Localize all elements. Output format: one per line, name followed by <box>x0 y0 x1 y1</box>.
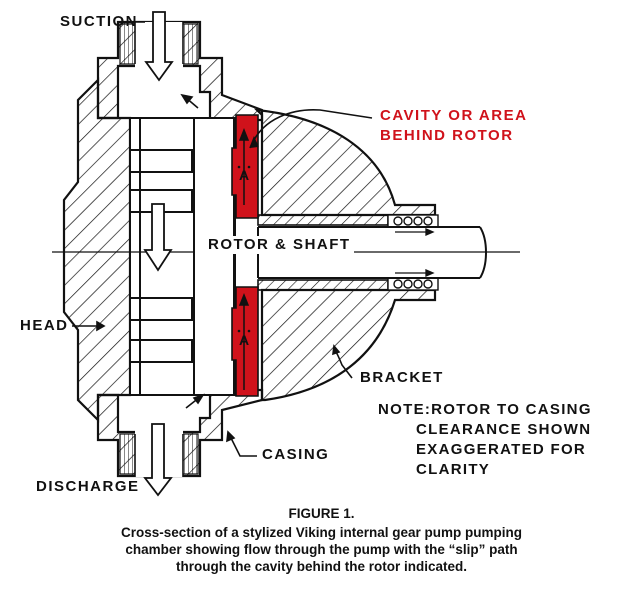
figure-title: FIGURE 1. <box>288 506 355 521</box>
packing-rings <box>387 214 439 291</box>
cavity-behind-rotor <box>231 114 259 397</box>
note-line-4: CLARITY <box>416 461 491 478</box>
cavity-label-line2: BEHIND ROTOR <box>380 127 514 144</box>
note-line-3: EXAGGERATED FOR <box>416 441 587 458</box>
upper-bushing <box>257 214 389 226</box>
discharge-label: DISCHARGE <box>36 478 140 495</box>
figure-caption: Cross-section of a stylized Viking inter… <box>40 524 603 575</box>
cavity-label-line1: CAVITY OR AREA <box>380 107 528 124</box>
lower-bushing <box>257 279 389 291</box>
caption-line-2: chamber showing flow through the pump wi… <box>125 542 518 557</box>
bracket-section <box>254 108 437 402</box>
shaft-slip-arrows <box>395 228 435 277</box>
note-line-2: CLEARANCE SHOWN <box>416 421 592 438</box>
suction-label: SUCTION <box>60 13 138 30</box>
caption-line-1: Cross-section of a stylized Viking inter… <box>120 525 523 540</box>
casing-label: CASING <box>262 446 330 463</box>
discharge-flow-arrow <box>143 423 173 497</box>
leader-lines <box>72 21 373 457</box>
slip-path-arrows <box>238 127 250 390</box>
clearance-note: NOTE:ROTOR TO CASING CLEARANCE SHOWN EXA… <box>378 400 592 480</box>
chamber-flow-arrow <box>143 203 173 272</box>
idler-gear-teeth <box>129 118 193 395</box>
note-line-1: NOTE:ROTOR TO CASING <box>378 401 592 418</box>
bracket-label: BRACKET <box>360 369 444 386</box>
rotor-shaft-label: ROTOR & SHAFT <box>205 236 354 254</box>
rotor <box>193 117 235 396</box>
corner-flow-arrows <box>180 93 205 409</box>
caption-line-3: through the cavity behind the rotor indi… <box>175 559 467 574</box>
pump-cross-section-diagram: A A <box>52 11 520 497</box>
head-label: HEAD <box>20 317 69 334</box>
suction-flow-arrow <box>144 11 174 82</box>
head-section <box>62 77 132 423</box>
